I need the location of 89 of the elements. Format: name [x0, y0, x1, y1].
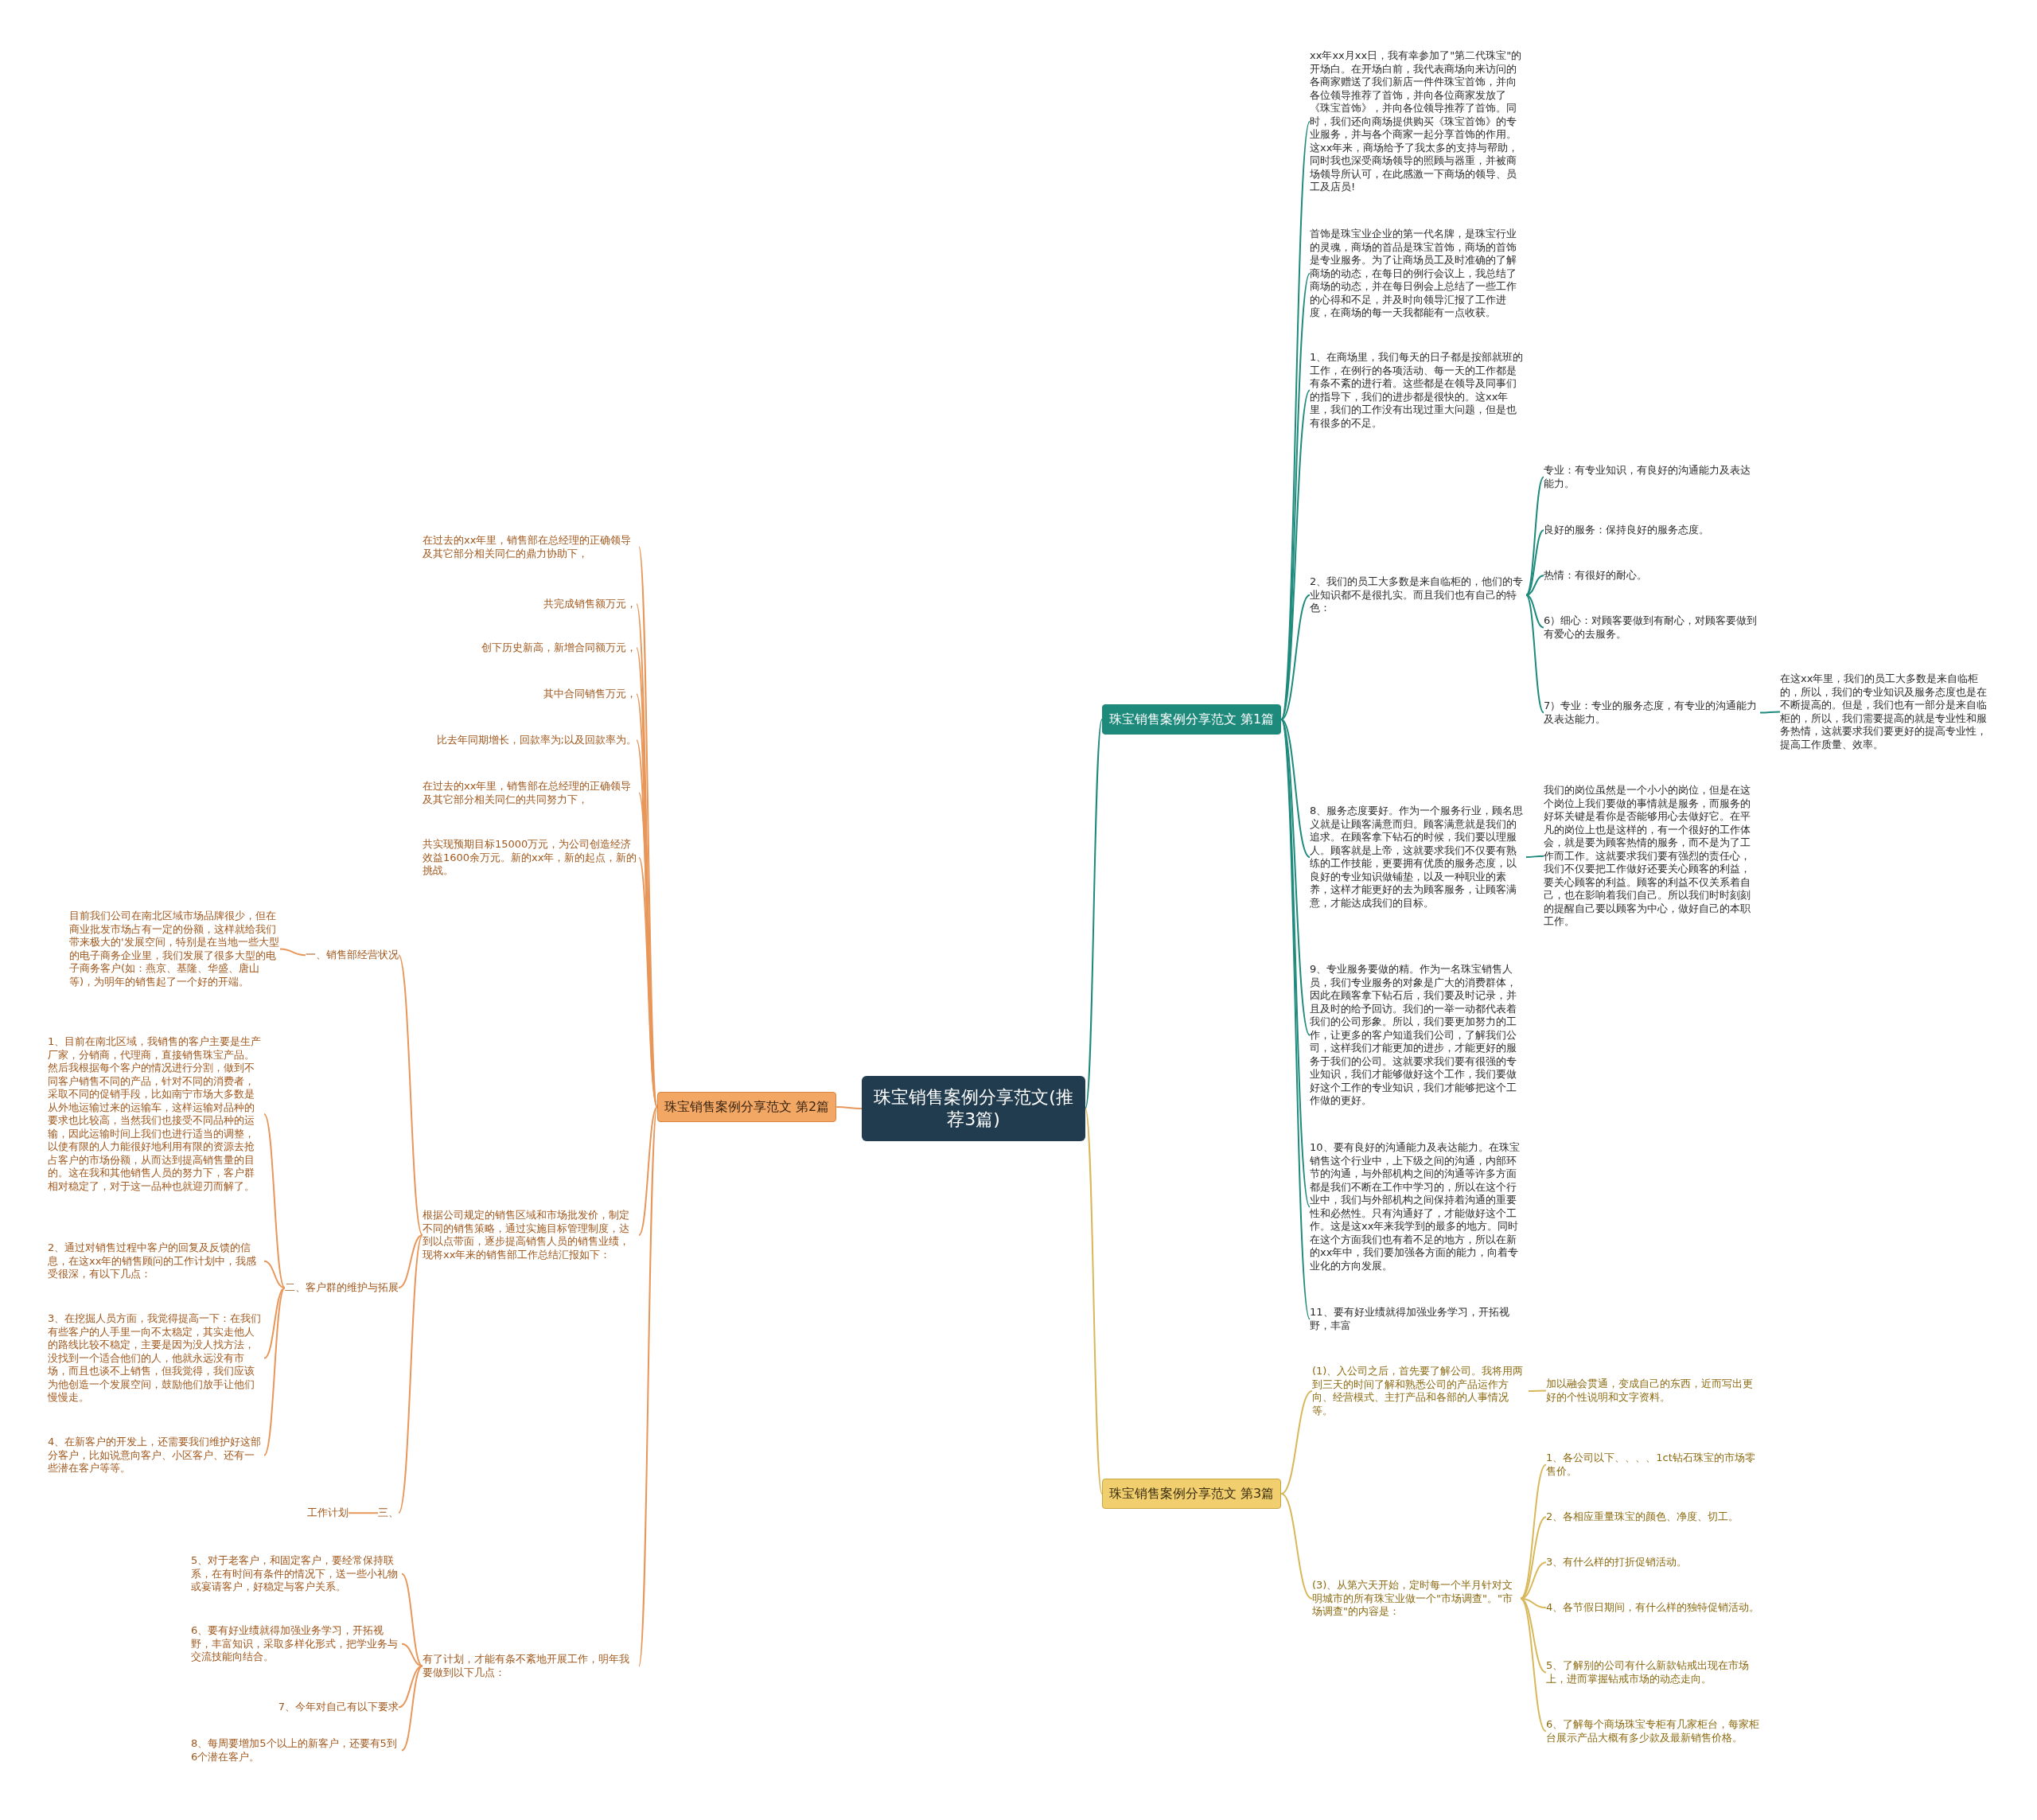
connector-line	[1525, 594, 1544, 629]
topic-text: 10、要有良好的沟通能力及表达能力。在珠宝销售这个行业中，上下级之间的沟通，内部环节的沟通，与外部机构之间的沟通等许多方面都是我们不断在工作中学习的，所以在这个行业中，我们与外部机构之间保持着沟通的重要性和必然性。只有沟通好了，才能做好这个工作。这是这xx年来我学到的最多的地方。同时在这个方面我们也有着不足的地方，所以在新的xx年中，我们要加强各方面的能力，向着专业化的方向发展。	[1310, 1141, 1526, 1272]
branch-topic-box: 珠宝销售案例分享范文 第1篇	[1102, 704, 1282, 735]
topic-text: 在过去的xx年里，销售部在总经理的正确领导及其它部分相关同仁的共同努力下，	[423, 780, 639, 806]
connector-line	[1280, 594, 1311, 720]
topic-text: 根据公司规定的销售区域和市场批发价，制定不同的销售策略，通过实施目标管理制度，达到以点带面，逐步提高销售人员的销售业绩，现将xx年来的销售部工作总结汇报如下：	[423, 1209, 639, 1261]
connector-line	[1520, 1516, 1547, 1600]
connector-line	[638, 1106, 658, 1667]
topic-text: 7）专业：专业的服务态度，有专业的沟通能力及表达能力。	[1544, 700, 1760, 726]
connector-line	[1280, 719, 1311, 1320]
topic-text: 5、对于老客户，和固定客户，要经常保持联系，在有时间有条件的情况下，送一些小礼物或宴请客户，好稳定与客户关系。	[191, 1554, 402, 1594]
topic-text: 4、各节假日期间，有什么样的独特促销活动。	[1546, 1601, 1762, 1615]
topic-text: 三、	[378, 1506, 399, 1520]
topic-text: 良好的服务：保持良好的服务态度。	[1544, 524, 1760, 537]
topic-text: 二、客户群的维护与拓展	[285, 1281, 399, 1295]
topic-text: 创下历史新高，新增合同额万元，	[481, 641, 637, 655]
topic-text: 专业：有专业知识，有良好的沟通能力及表达能力。	[1544, 464, 1760, 490]
connector-line	[1280, 389, 1311, 720]
topic-text: 有了计划，才能有条不紊地开展工作，明年我要做到以下几点：	[423, 1653, 639, 1679]
connector-line	[1085, 1108, 1103, 1495]
connector-line	[398, 1665, 423, 1709]
connector-line	[1280, 1390, 1313, 1495]
topic-text: 3、有什么样的打折促销活动。	[1546, 1556, 1762, 1569]
topic-text: 首饰是珠宝业企业的第一代名牌，是珠宝行业的灵魂，商场的首品是珠宝首饰，商场的首饰是专业服务。为了让商场员工及时准确的了解商场的动态，在每日的例行会议上，我总结了商场的动态，并在每日例会上总结了一些工作的心得和不足，并及时向领导汇报了工作进度，在商场的每一天我都能有一点收获。	[1310, 228, 1526, 320]
topic-text: 一、销售部经营状况	[306, 949, 399, 962]
connector-line	[398, 1234, 423, 1514]
central-topic-box: 珠宝销售案例分享范文(推荐3篇)	[862, 1076, 1085, 1141]
topic-text: 2、通过对销售过程中客户的回复及反馈的信息，在这xx年的销售顾问的工作计划中，我感受很深，有以下几点：	[48, 1241, 264, 1281]
topic-text: 8、每周要增加5个以上的新客户，还要有5到6个潜在客户。	[191, 1737, 402, 1763]
connector-line	[1525, 529, 1544, 596]
topic-text: 2、我们的员工大多数是来自临柜的，他们的专业知识都不是很扎实。而且我们也有自己的特色：	[1310, 575, 1526, 615]
connector-line	[1085, 719, 1103, 1109]
connector-line	[1280, 1493, 1313, 1600]
connector-line	[263, 1113, 286, 1289]
topic-text: 工作计划	[307, 1506, 349, 1520]
topic-text: 加以融会贯通，变成自己的东西，近而写出更好的个性说明和文字资料。	[1546, 1378, 1762, 1404]
connector-line	[1528, 1389, 1547, 1392]
connector-line	[1520, 1597, 1547, 1674]
topic-text: 比去年同期增长，回款率为;以及回款率为。	[436, 734, 637, 747]
topic-text: 其中合同销售万元，	[543, 688, 637, 701]
topic-text: 6）细心：对顾客要做到有耐心，对顾客要做到有爱心的去服务。	[1544, 614, 1760, 641]
topic-text: 8、服务态度要好。作为一个服务行业，顾名思义就是让顾客满意而归。顾客满意就是我们的追求。在顾客拿下钻石的时候，我们要以理服人。顾客就是上帝，这就要求我们不仅要有熟练的工作技能，更要拥有优质的服务态度，以良好的专业知识做铺垫，以及一种职业的素养，这样才能更好的去为顾客服务，让顾客满意，才能达成我们的目标。	[1310, 805, 1526, 910]
branch-topic-box: 珠宝销售案例分享范文 第3篇	[1102, 1479, 1282, 1509]
topic-text: 1、各公司以下、、、、1ct钻石珠宝的市场零售价。	[1546, 1452, 1762, 1478]
connector-line	[401, 1643, 423, 1667]
connector-line	[1759, 711, 1781, 714]
topic-text: 4、在新客户的开发上，还需要我们维护好这部分客户，比如说意向客户、小区客户、还有一些潜在客户等等。	[48, 1436, 264, 1475]
topic-text: 共实现预期目标15000万元，为公司创造经济效益1600余万元。新的xx年，新的起点，新的挑战。	[423, 838, 639, 878]
topic-text: 6、了解每个商场珠宝专柜有几家柜台，每家柜台展示产品大概有多少款及最新销售价格。	[1546, 1718, 1762, 1744]
topic-text: 11、要有好业绩就得加强业务学习，开拓视野，丰富	[1310, 1306, 1526, 1332]
topic-text: 在过去的xx年里，销售部在总经理的正确领导及其它部分相关同仁的鼎力协助下，	[423, 534, 639, 560]
topic-text: 共完成销售额万元，	[543, 598, 637, 611]
connector-line	[638, 856, 658, 1108]
branch-topic-box: 珠宝销售案例分享范文 第2篇	[657, 1092, 837, 1122]
topic-text: (3)、从第六天开始，定时每一个半月针对文明城市的所有珠宝业做一个"市场调查"。"市场调查"的内容是：	[1312, 1579, 1521, 1619]
connector-line	[1520, 1561, 1547, 1600]
topic-text: 1、目前在南北区域，我销售的客户主要是生产厂家，分销商，代理商，直接销售珠宝产品。然后我根据每个客户的情况进行分割，做到不同客户销售不同的产品，针对不同的消费者，采取不同的促销手段，比如南宁市场大多数是从外地运输过来的运输车，这样运输对品种的要求也比较高，当然我们也接受不同品种的运输，因此运输时间上我们也进行适当的调整，以使有限的人力能很好地利用有限的资源去抢占客户的市场份额，从而达到提高销售量的目的。这在我和其他销售人员的努力下，客户群相对稳定了，对于这一品种也就迎刃而解了。	[48, 1035, 264, 1193]
topic-text: 5、了解别的公司有什么新款钻戒出现在市场上，进而掌握钻戒市场的动态走向。	[1546, 1659, 1762, 1686]
connector-line	[263, 1287, 286, 1456]
connector-line	[348, 1512, 379, 1514]
connector-line	[263, 1260, 286, 1289]
connector-line	[398, 954, 423, 1236]
topic-text: 3、在挖掘人员方面，我觉得提高一下：在我们有些客户的人手里一向不太稳定，其实走他人的路线比较不稳定，主要是因为没人找方法，没找到一个适合他们的人，他就永远没有市场，而且也谈不上销售，但我觉得，我们应该为他创造一个发展空间，鼓励他们放手让他们慢慢走。	[48, 1312, 264, 1405]
topic-text: (1)、入公司之后，首先要了解公司。我将用两到三天的时间了解和熟悉公司的产品运作方向、经营模式、主打产品和各部的人事情况等。	[1312, 1365, 1529, 1417]
topic-text: 我们的岗位虽然是一个小小的岗位，但是在这个岗位上我们要做的事情就是服务，而服务的好坏关键是看你是否能够用心去做好它。在平凡的岗位上也是这样的，有一个很好的工作体会，就是要为顾客热情的服务，而不是为了工作而工作。这就要求我们要有强烈的责任心，我们不仅要把工作做好还要关心顾客的利益，要关心顾客的利益。顾客的利益不仅关系着自己，也在影响着我们自己。所以我们时时刻刻的提醒自己要以顾客为中心，做好自己的本职工作。	[1544, 784, 1760, 929]
connector-line	[1525, 575, 1544, 596]
connector-line	[279, 948, 306, 957]
topic-text: xx年xx月xx日，我有幸参加了"第二代珠宝"的开场白。在开场白前，我代表商场向来访问的各商家赠送了我们新店一件件珠宝首饰，并向各位领导推荐了首饰，并向各位商家发放了《珠宝首饰》，并向各位领导推荐了首饰。同时，我们还向商场提供购买《珠宝首饰》的专业服务，并与各个商家一起分享首饰的作用。这xx年来，商场给予了我太多的支持与帮助，同时我也深受商场领导的照顾与器重，并被商场领导所认可，在此感激一下商场的领导、员工及店员!	[1310, 49, 1526, 194]
connector-line	[1280, 719, 1311, 1036]
connector-line	[263, 1287, 286, 1359]
topic-text: 1、在商场里，我们每天的日子都是按部就班的工作，在例行的各项活动、每一天的工作都是有条不紊的进行着。这些都是在领导及同事们的指导下，我们的进步都是很快的。这xx年里，我们的工作没有出现过重大问题，但是也有很多的不足。	[1310, 351, 1526, 430]
connector-line	[1525, 855, 1544, 858]
topic-text: 在这xx年里，我们的员工大多数是来自临柜的，所以，我们的专业知识及服务态度也是在不断提高的。但是，我们也有一部分是来自临柜的，所以，我们需要提高的就是专业性和服务热情，这就要求我们要更好的提高专业性，提高工作质量、效率。	[1780, 672, 1995, 751]
connector-line	[401, 1573, 423, 1667]
connector-line	[401, 1665, 423, 1752]
connector-line	[835, 1106, 863, 1109]
connector-line	[1280, 719, 1311, 858]
connector-line	[1520, 1597, 1547, 1732]
connector-line	[1525, 594, 1544, 714]
topic-text: 9、专业服务要做的精。作为一名珠宝销售人员，我们专业服务的对象是广大的消费群体，因此在顾客拿下钻石后，我们要及时记录，并且及时的给予回访。我们的一举一动都代表着我们的公司形象。所以，我们要更加努力的工作，让更多的客户知道我们公司，了解我们公司，这样我们才能更加的进步，才能更好的服务于我们的公司。这就要求我们要有很强的专业知识，我们才能够做好这个工作，我们要做好这个工作的专业知识，我们才能够把这个工作做的更好。	[1310, 963, 1526, 1108]
topic-text: 热情：有很好的耐心。	[1544, 569, 1760, 583]
topic-text: 2、各相应重量珠宝的颜色、净度、切工。	[1546, 1510, 1762, 1524]
topic-text: 目前我们公司在南北区域市场品牌很少，但在商业批发市场占有一定的份额，这样就给我们带来极大的'发展空间，特别是在当地一些大型的电子商务企业里，我们发展了很多大型的电子商务客户(如：燕京、基隆、华盛、唐山等)，为明年的销售起了一个好的开端。	[69, 910, 280, 988]
connector-line	[1280, 120, 1311, 720]
topic-text: 6、要有好业绩就得加强业务学习，开拓视野，丰富知识，采取多样化形式，把学业务与交流技能向结合。	[191, 1624, 402, 1664]
connector-line	[398, 1234, 423, 1289]
connector-line	[638, 1106, 658, 1236]
connector-line	[1525, 476, 1544, 596]
topic-text: 7、今年对自己有以下要求	[278, 1701, 399, 1714]
